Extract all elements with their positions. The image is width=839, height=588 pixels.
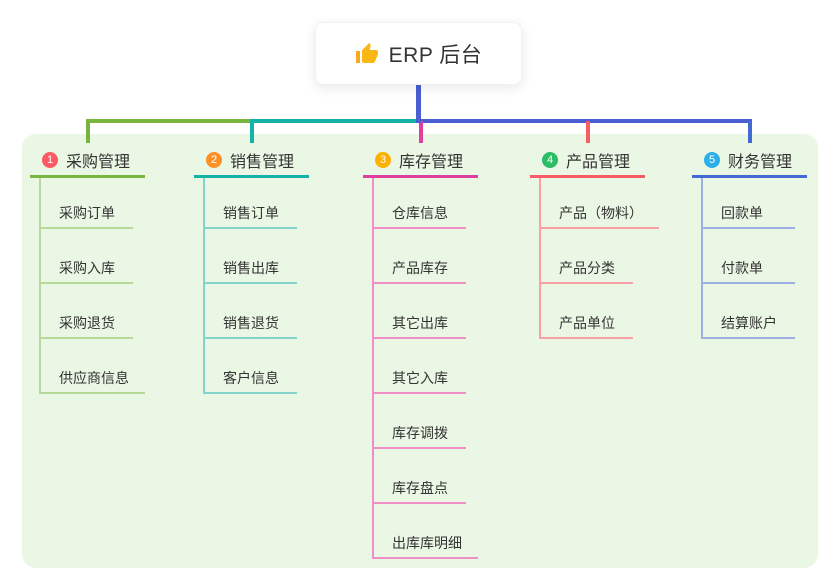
child-topic-label: 产品分类	[559, 260, 615, 276]
branch-header-product-management[interactable]: 4 产品管理	[530, 145, 645, 178]
branch-header-finance-management[interactable]: 5 财务管理	[692, 145, 807, 178]
child-topic[interactable]: 结算账户	[703, 284, 795, 339]
connector-drop-purchase-management	[86, 121, 90, 143]
branch-children-finance-management: 回款单付款单结算账户	[701, 178, 795, 339]
branch-header-inventory-management[interactable]: 3 库存管理	[363, 145, 478, 178]
connector-drop-inventory-management	[419, 121, 423, 143]
child-topic[interactable]: 库存盘点	[374, 449, 466, 504]
child-topic-label: 付款单	[721, 260, 763, 276]
child-topic-label: 供应商信息	[59, 370, 129, 386]
branch-number-badge: 1	[42, 152, 58, 168]
child-topic[interactable]: 采购退货	[41, 284, 133, 339]
child-topic[interactable]: 回款单	[703, 178, 795, 229]
child-topic-label: 出库库明细	[392, 535, 462, 551]
child-topic-label: 回款单	[721, 205, 763, 221]
child-topic-label: 结算账户	[721, 315, 777, 331]
child-topic-label: 其它出库	[392, 315, 448, 331]
child-topic-label: 销售订单	[223, 205, 279, 221]
branch-label: 库存管理	[399, 154, 464, 171]
child-topic-label: 销售退货	[223, 315, 279, 331]
branch-number-badge: 2	[206, 152, 222, 168]
branch-header-sales-management[interactable]: 2 销售管理	[194, 145, 309, 178]
branch-children-product-management: 产品（物料） 产品分类产品单位	[539, 178, 659, 339]
connector-rail-segment-blue	[419, 119, 752, 123]
branch-children-purchase-management: 采购订单采购入库采购退货供应商信息	[39, 178, 145, 394]
connector-root-stem	[416, 85, 421, 123]
child-topic-label: 销售出库	[223, 260, 279, 276]
branches-background-panel	[22, 134, 818, 568]
connector-drop-sales-management	[250, 121, 254, 143]
child-topic-label: 其它入库	[392, 370, 448, 386]
child-topic[interactable]: 付款单	[703, 229, 795, 284]
child-topic-label: 采购订单	[59, 205, 115, 221]
child-topic-label: 产品（物料）	[559, 205, 643, 221]
child-topic[interactable]: 客户信息	[205, 339, 297, 394]
child-topic[interactable]: 销售出库	[205, 229, 297, 284]
root-title: ERP 后台	[388, 43, 483, 67]
branch-number-badge: 5	[704, 152, 720, 168]
child-topic-label: 采购退货	[59, 315, 115, 331]
child-topic-label: 库存盘点	[392, 480, 448, 496]
child-topic-label: 产品库存	[392, 260, 448, 276]
child-topic[interactable]: 供应商信息	[41, 339, 145, 394]
child-topic[interactable]: 出库库明细	[374, 504, 478, 559]
child-topic[interactable]: 采购入库	[41, 229, 133, 284]
child-topic[interactable]: 产品库存	[374, 229, 466, 284]
branch-label: 采购管理	[66, 154, 131, 171]
child-topic-label: 仓库信息	[392, 205, 448, 221]
child-topic[interactable]: 销售退货	[205, 284, 297, 339]
child-topic[interactable]: 仓库信息	[374, 178, 466, 229]
child-topic-label: 客户信息	[223, 370, 279, 386]
child-topic-label: 采购入库	[59, 260, 115, 276]
child-topic[interactable]: 销售订单	[205, 178, 297, 229]
child-topic[interactable]: 产品（物料）	[541, 178, 659, 229]
child-topic[interactable]: 其它出库	[374, 284, 466, 339]
branch-children-sales-management: 销售订单销售出库销售退货客户信息	[203, 178, 297, 394]
thumbs-up-icon	[355, 42, 378, 63]
branch-label: 财务管理	[728, 154, 793, 171]
root-node[interactable]: ERP 后台	[315, 22, 522, 85]
branch-label: 销售管理	[230, 154, 295, 171]
branch-number-badge: 3	[375, 152, 391, 168]
connector-drop-finance-management	[748, 121, 752, 143]
connector-drop-product-management	[586, 121, 590, 143]
branch-label: 产品管理	[566, 154, 631, 171]
child-topic-label: 产品单位	[559, 315, 615, 331]
child-topic[interactable]: 库存调拨	[374, 394, 466, 449]
child-topic[interactable]: 产品单位	[541, 284, 633, 339]
connector-rail-segment-teal	[250, 119, 419, 123]
branch-number-badge: 4	[542, 152, 558, 168]
child-topic[interactable]: 其它入库	[374, 339, 466, 394]
child-topic[interactable]: 产品分类	[541, 229, 633, 284]
child-topic[interactable]: 采购订单	[41, 178, 133, 229]
branch-children-inventory-management: 仓库信息产品库存其它出库其它入库库存调拨库存盘点出库库明细	[372, 178, 478, 559]
child-topic-label: 库存调拨	[392, 425, 448, 441]
branch-header-purchase-management[interactable]: 1 采购管理	[30, 145, 145, 178]
connector-rail-segment-green	[86, 119, 254, 123]
